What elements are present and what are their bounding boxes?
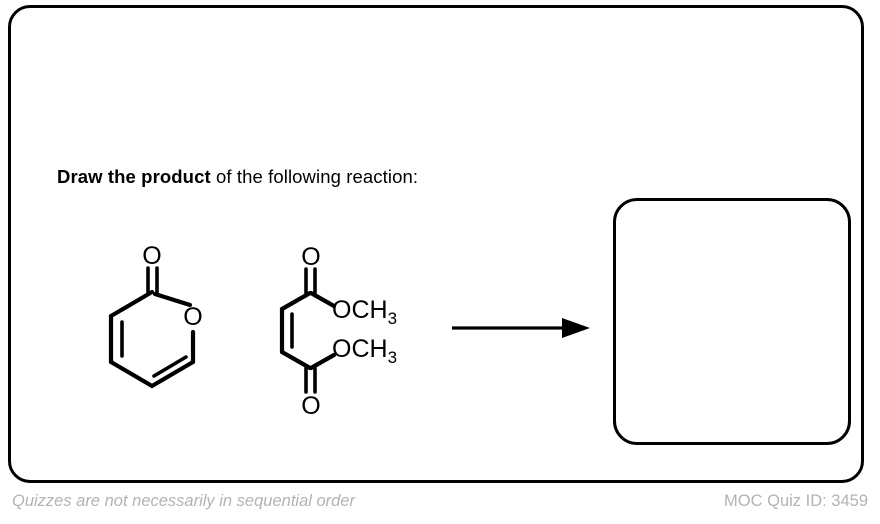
- prompt-emphasis: Draw the product: [57, 166, 211, 187]
- footer-quiz-id: MOC Quiz ID: 3459: [724, 492, 868, 510]
- prompt-rest: of the following reaction:: [210, 166, 419, 187]
- answer-drawing-box[interactable]: [613, 198, 851, 445]
- page-title: Draw the product of the following reacti…: [57, 166, 418, 188]
- footer-note: Quizzes are not necessarily in sequentia…: [12, 492, 356, 510]
